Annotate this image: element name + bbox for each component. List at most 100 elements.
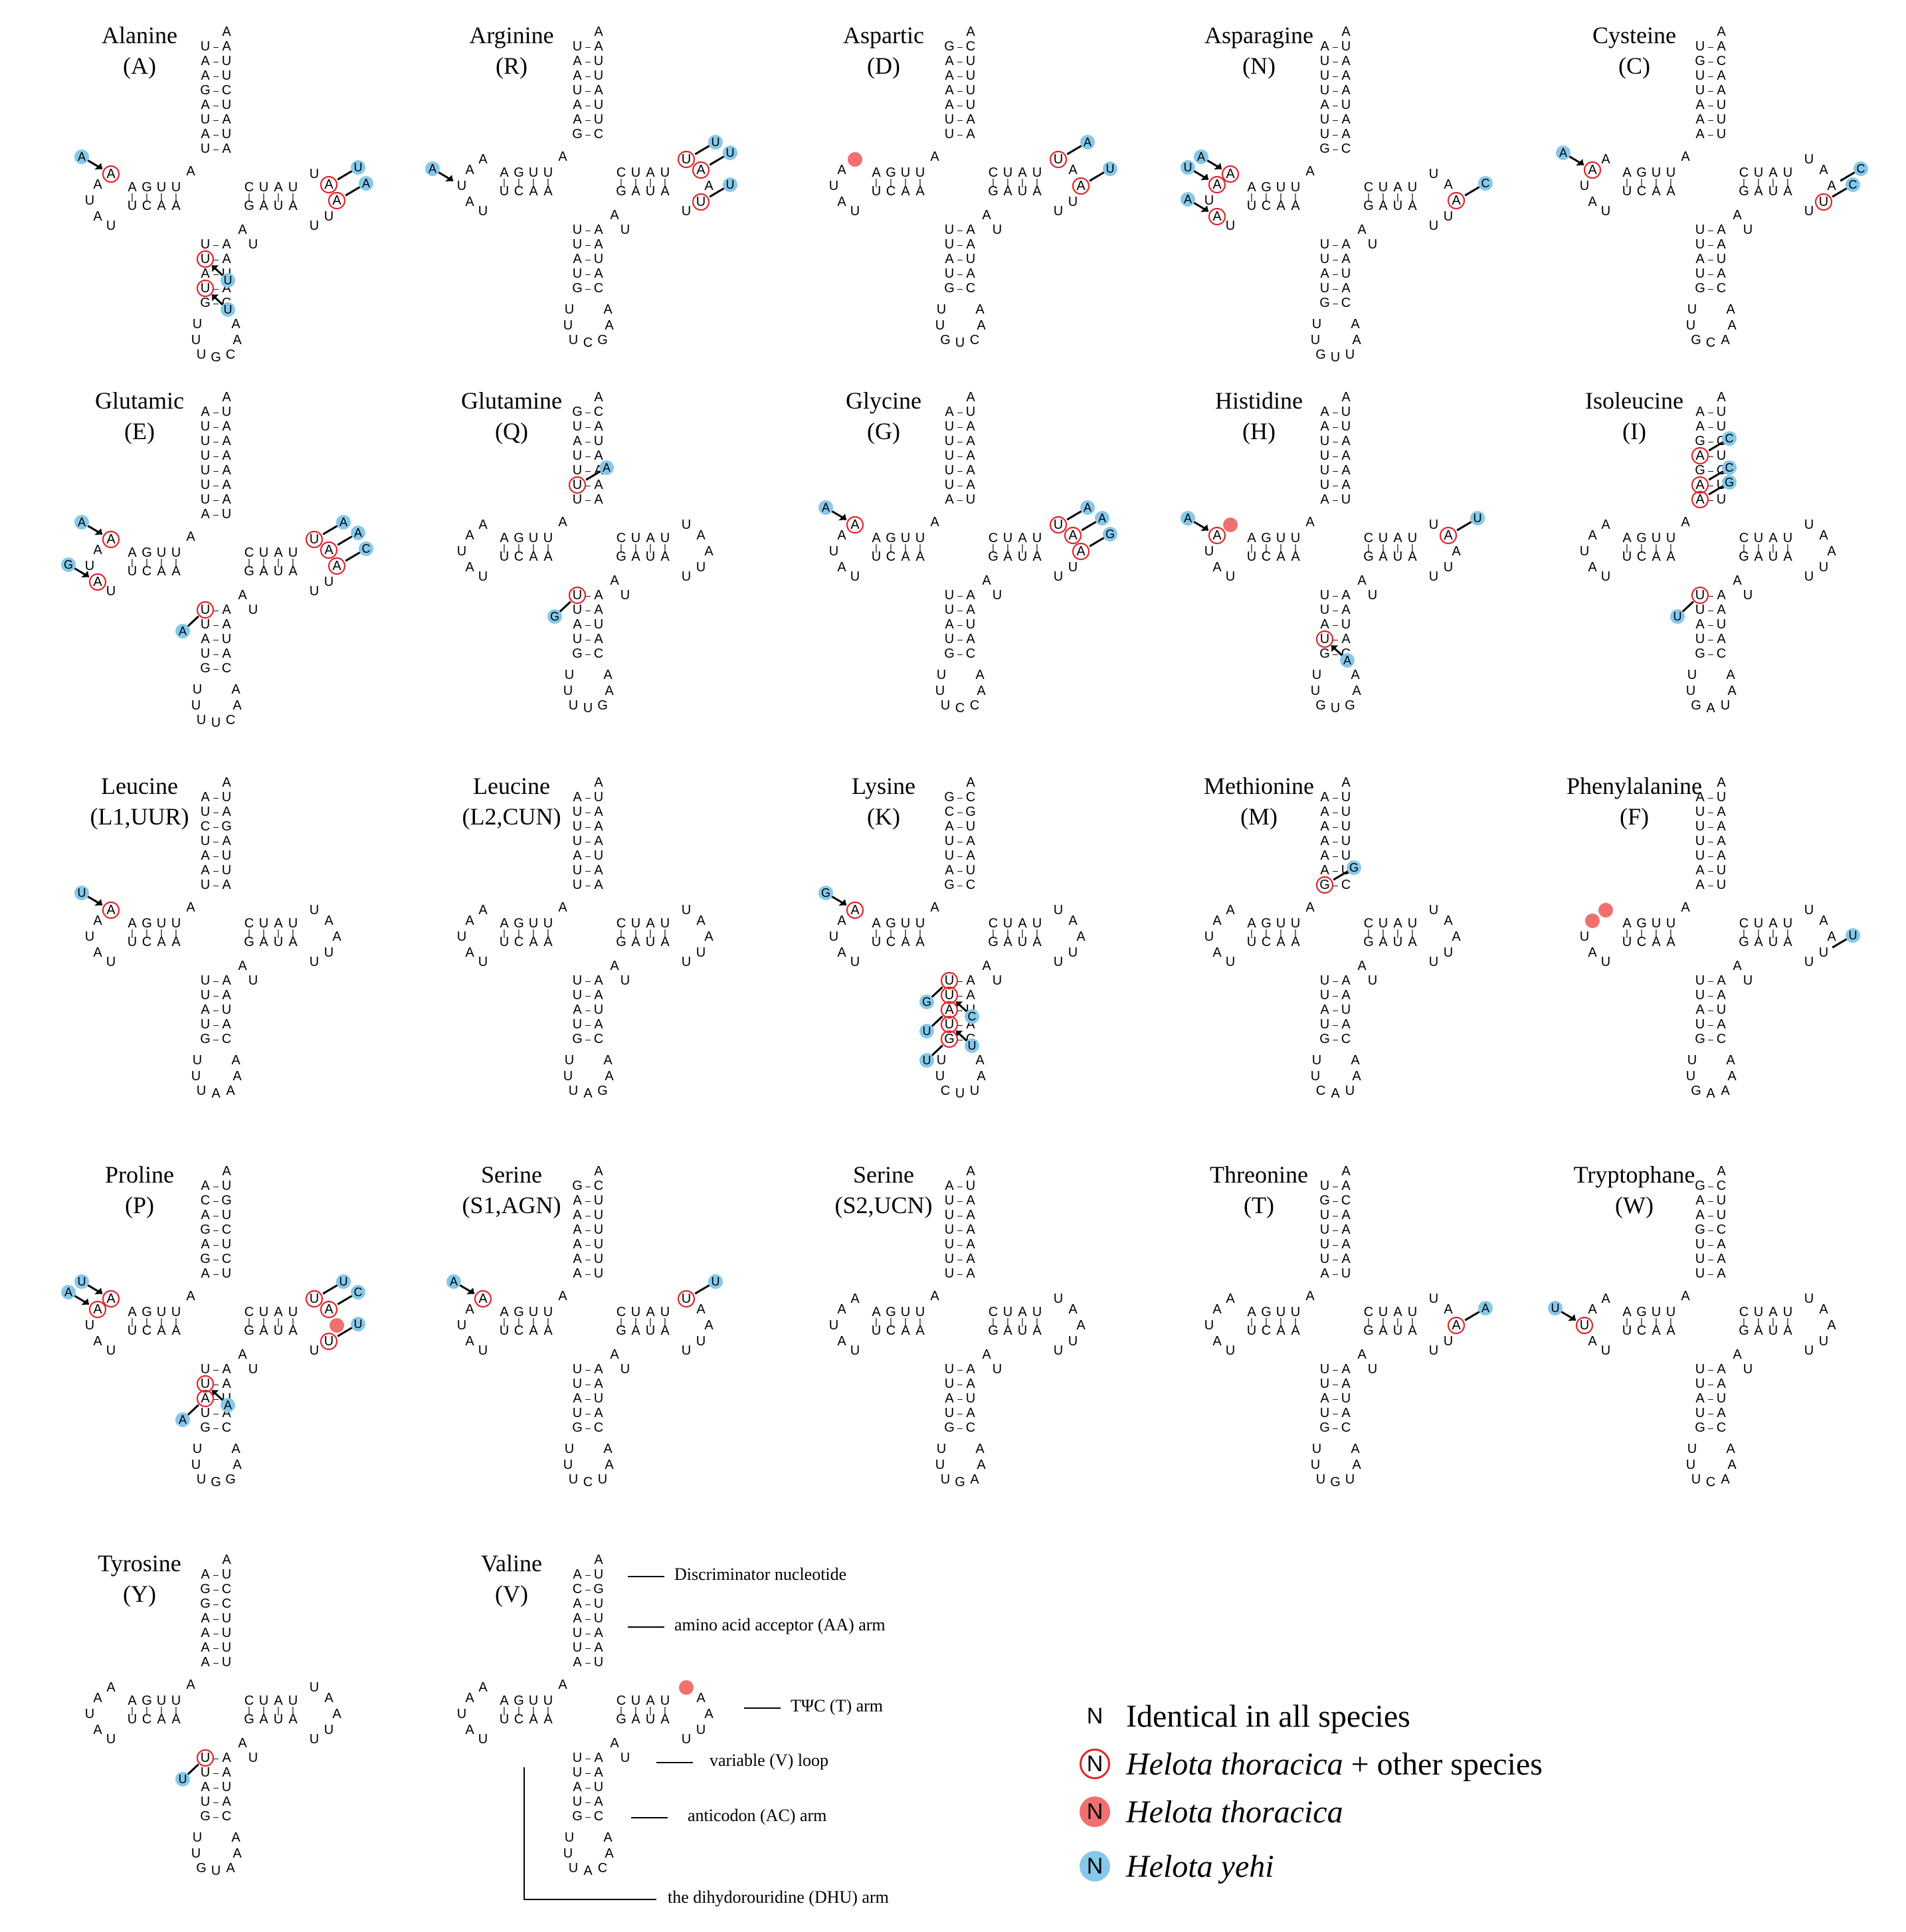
base-pair: – — [957, 1181, 963, 1191]
yehi-substitution — [1095, 511, 1109, 526]
substituted-nucleotide: G — [922, 995, 931, 1009]
base-pair: – — [1333, 129, 1338, 140]
nucleotide: U — [945, 588, 954, 603]
nucleotide: U — [573, 463, 582, 478]
nucleotide: G — [886, 165, 896, 180]
nucleotide: U — [594, 1252, 603, 1266]
substituted-nucleotide: U — [179, 1773, 187, 1786]
linker-nucleotide: A — [930, 900, 939, 915]
nucleotide: U — [594, 68, 603, 83]
base-pair: – — [1708, 1210, 1713, 1220]
base-pair: | — [518, 177, 520, 187]
variable-loop-nucleotide: U — [1743, 588, 1753, 603]
legend-thoracica-species: Helota thoracica — [1126, 1794, 1343, 1830]
dhu-loop-nucleotide: A — [106, 1292, 116, 1306]
nucleotide: U — [1717, 1391, 1726, 1406]
anticodon-nucleotide: A — [583, 1086, 593, 1101]
nucleotide: U — [288, 916, 298, 931]
base-pair: – — [213, 144, 219, 154]
base-pair: | — [1411, 542, 1414, 553]
anticodon-nucleotide: U — [211, 1864, 221, 1878]
base-pair: – — [585, 1393, 591, 1404]
ac-loop-nucleotide: A — [1726, 1442, 1735, 1456]
nucleotide: A — [966, 1222, 975, 1237]
anticodon-nucleotide: C — [583, 1475, 593, 1490]
nucleotide: A — [1695, 405, 1705, 419]
nucleotide: A — [201, 98, 210, 112]
base-pair: – — [213, 634, 219, 644]
nucleotide: U — [1291, 916, 1300, 931]
dhu-loop-nucleotide: U — [1580, 929, 1589, 944]
variable-loop-nucleotide: A — [238, 1347, 247, 1362]
amino-acid-name: Glutamic — [95, 387, 184, 414]
nucleotide: A — [222, 1377, 231, 1391]
nucleotide: A — [573, 1611, 582, 1626]
nucleotide: A — [660, 1323, 670, 1338]
nucleotide: A — [128, 545, 137, 560]
t-loop-nucleotide: U — [1444, 945, 1453, 960]
ac-loop-nucleotide: A — [233, 333, 242, 347]
base-pair: | — [503, 1705, 506, 1715]
nucleotide: U — [594, 112, 603, 127]
nucleotide: A — [288, 935, 298, 949]
base-pair: – — [585, 1195, 591, 1206]
substituted-nucleotide: U — [354, 1317, 363, 1331]
nucleotide: U — [1652, 916, 1661, 931]
yehi-substitution — [1194, 149, 1208, 164]
nucleotide: C — [1341, 296, 1351, 310]
variable-loop-nucleotide: U — [1743, 223, 1753, 237]
ac-loop-nucleotide: U — [937, 1053, 946, 1068]
ac-loop-nucleotide: A — [603, 302, 613, 317]
nucleotide: A — [966, 1266, 975, 1281]
ac-loop-nucleotide: U — [193, 682, 202, 697]
nucleotide: G — [244, 1323, 254, 1338]
anticodon-nucleotide: U — [197, 347, 206, 362]
nucleotide: C — [1739, 165, 1749, 180]
nucleotide: A — [1717, 834, 1726, 848]
variant-site-marker: U — [305, 1274, 351, 1308]
nucleotide: A — [1695, 878, 1705, 892]
nucleotide: U — [1393, 1323, 1402, 1338]
nucleotide: A — [1341, 973, 1351, 988]
t-loop-nucleotide: A — [696, 1302, 706, 1317]
amino-acid-name: Isoleucine — [1585, 387, 1683, 414]
ac-loop-nucleotide: U — [565, 1830, 574, 1845]
base-pair: – — [213, 1239, 219, 1250]
base-pair: | — [262, 1705, 265, 1715]
base-pair: – — [1708, 70, 1713, 81]
yehi-substitution — [175, 1772, 190, 1787]
amino-acid-code: (V) — [495, 1581, 528, 1607]
t-loop-nucleotide: U — [682, 204, 691, 219]
ac-loop-nucleotide: U — [1312, 317, 1321, 332]
ac-loop-nucleotide: U — [193, 1830, 202, 1845]
dhu-loop-nucleotide: A — [478, 152, 488, 167]
anticodon-nucleotide: U — [941, 698, 950, 713]
ac-loop-nucleotide: U — [937, 302, 946, 317]
variant-site-marker: U — [1439, 511, 1485, 545]
nucleotide: A — [1341, 1406, 1351, 1420]
nucleotide: G — [1363, 549, 1374, 564]
nucleotide: A — [259, 1712, 268, 1727]
base-pair: – — [1708, 1019, 1713, 1030]
base-pair: – — [1333, 619, 1338, 630]
nucleotide: U — [128, 1712, 137, 1727]
substituted-nucleotide: U — [1106, 162, 1115, 175]
panel-title: Methionine(M) — [1173, 771, 1345, 832]
dhu-loop-nucleotide: A — [465, 163, 474, 177]
nucleotide: C — [1717, 1222, 1726, 1237]
variant-site-marker: A — [175, 601, 215, 638]
dhu-loop-nucleotide: A — [106, 1680, 116, 1695]
variant-site-marker: G — [919, 971, 959, 1009]
nucleotide: A — [1032, 549, 1042, 564]
ac-loop-nucleotide: U — [1687, 1053, 1697, 1068]
amino-acid-name: Leucine — [101, 773, 178, 799]
base-pair: – — [585, 1598, 591, 1609]
nucleotide: U — [631, 531, 640, 545]
yehi-substitution — [221, 302, 235, 317]
dhu-loop-nucleotide: U — [829, 544, 838, 559]
nucleotide: G — [886, 1305, 896, 1319]
base-pair: | — [1626, 927, 1628, 938]
nucleotide: U — [646, 1712, 655, 1727]
nucleotide: U — [1320, 1237, 1329, 1252]
